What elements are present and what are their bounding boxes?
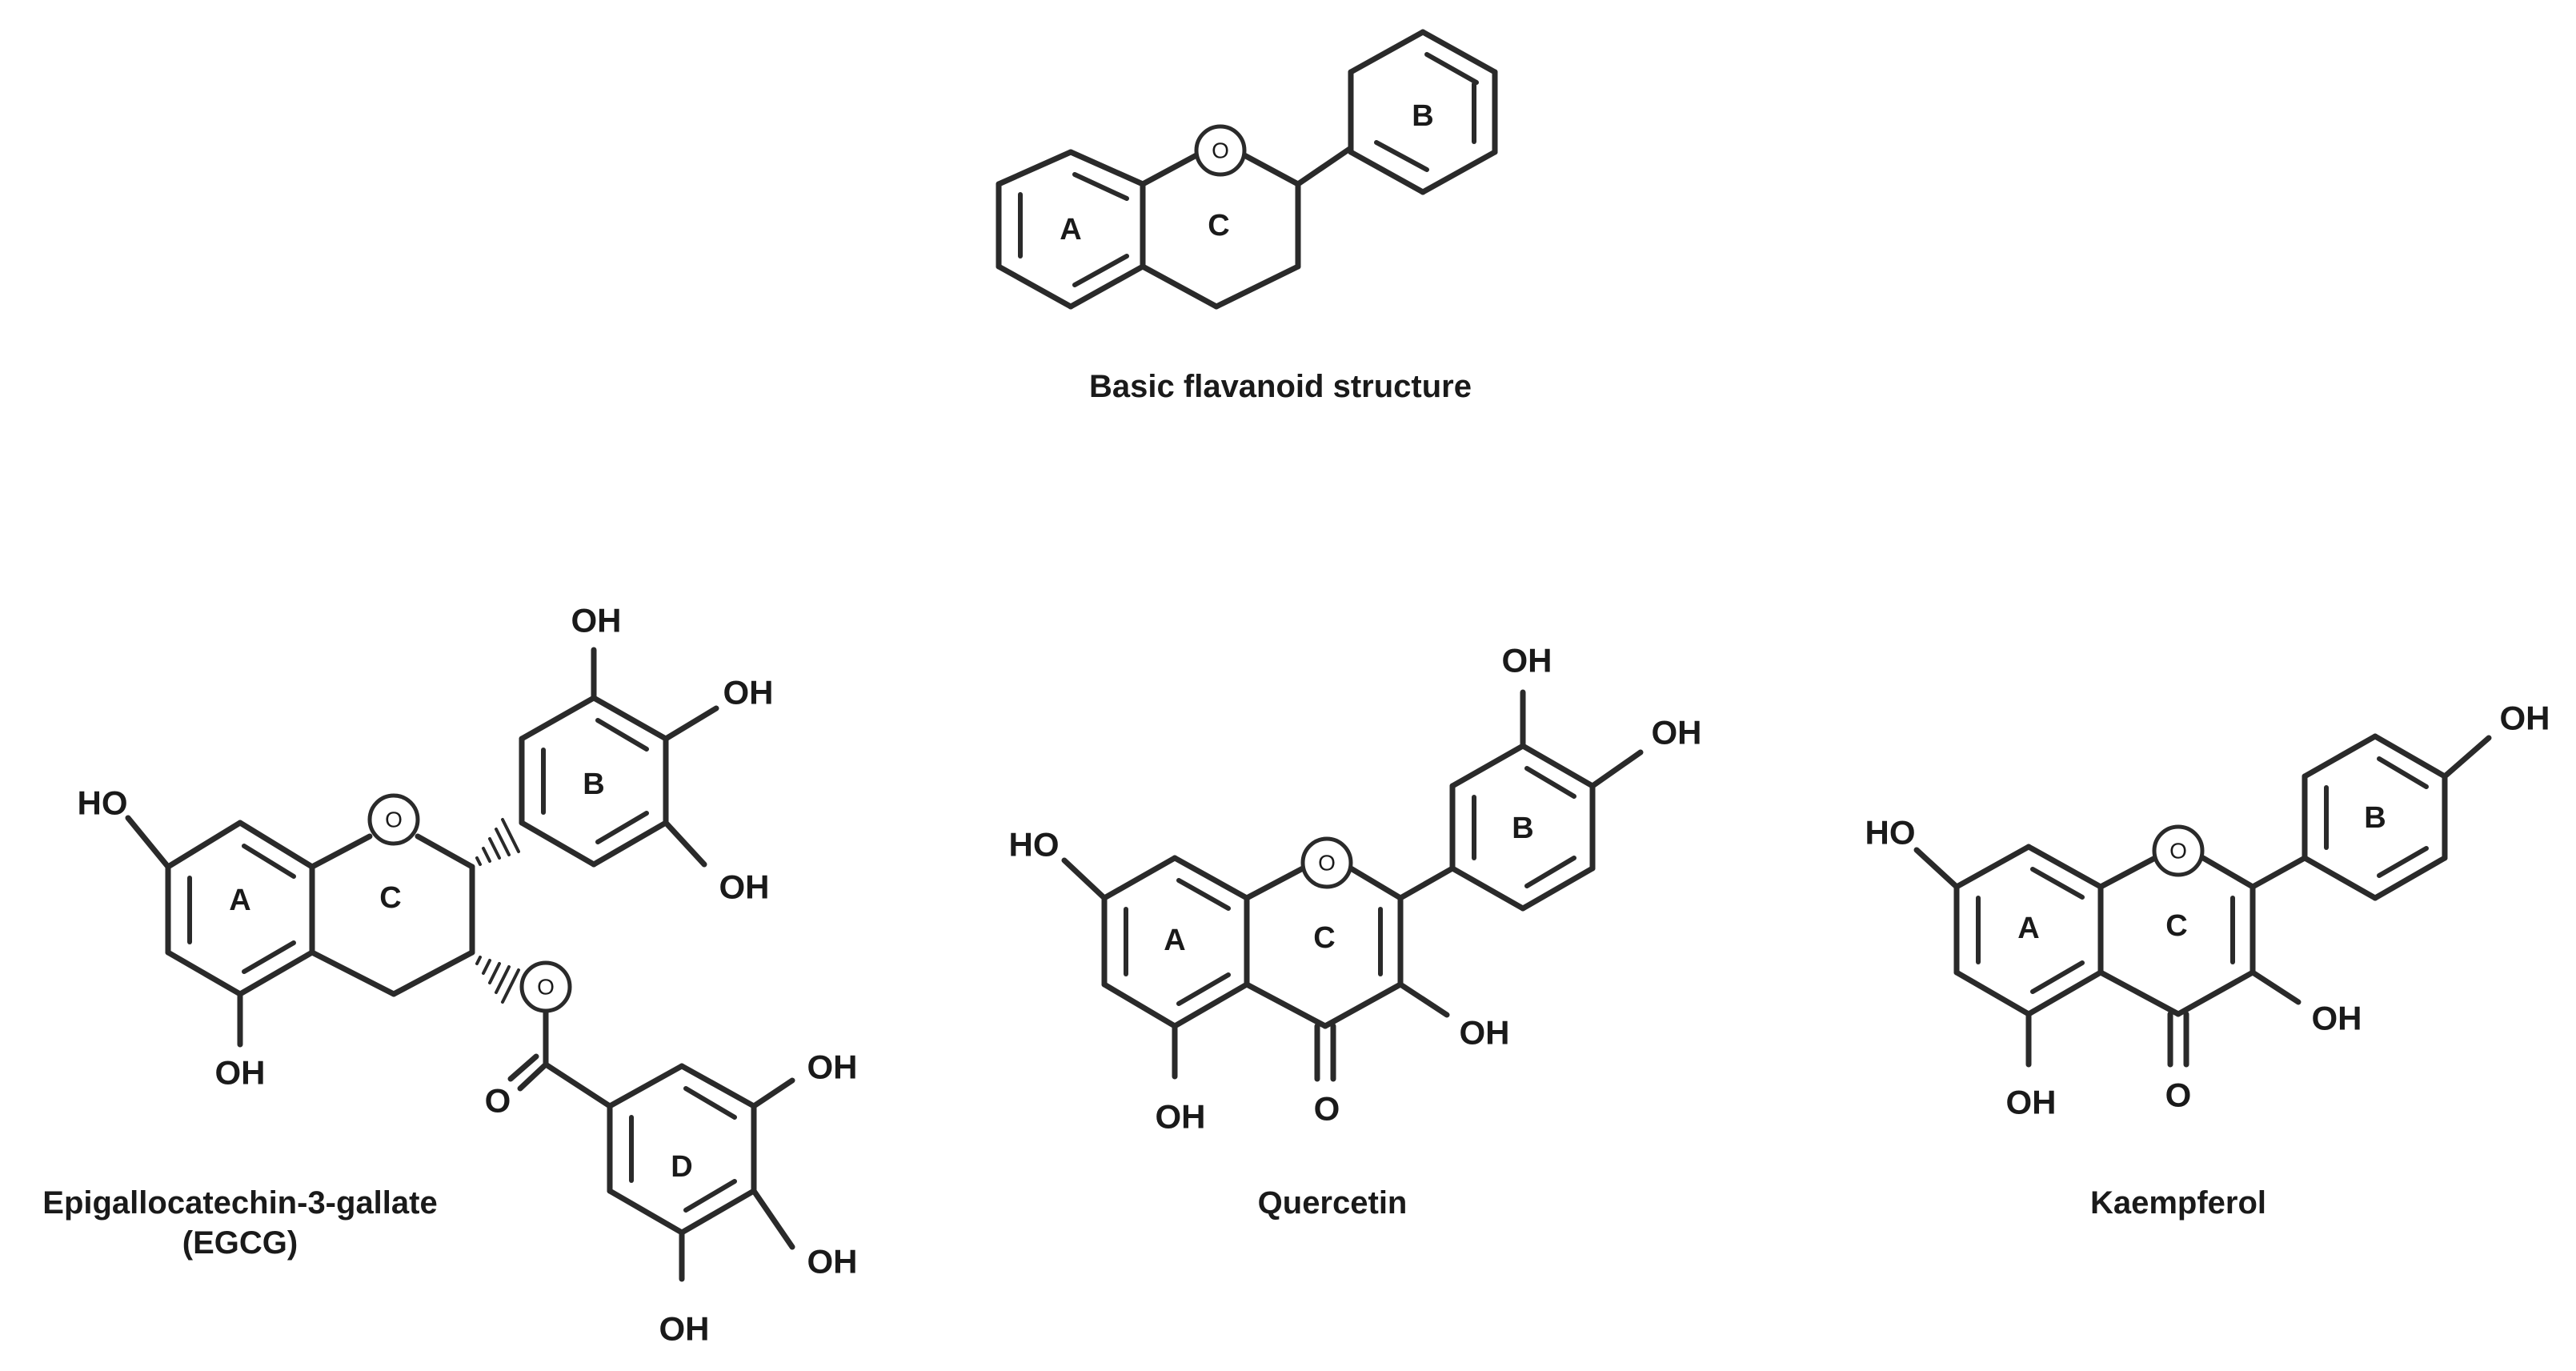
kaempferol-hydroxyl-a7: HO [1865, 814, 1916, 852]
egcg-structure: HO OH [42, 602, 857, 1348]
egcg-hydroxyl-b5: OH [719, 868, 770, 906]
kaempferol-ring-c [2097, 855, 2256, 1017]
kaempferol-carbonyl-oxygen: O [2165, 1076, 2192, 1114]
egcg-ring-oxygen-label: O [385, 808, 403, 832]
quercetin-hydroxyl-a5: OH [1156, 1098, 1206, 1136]
egcg-hydroxyl-d5: OH [659, 1310, 710, 1348]
egcg-ring-b-label: B [583, 768, 604, 801]
egcg-ring-c [309, 833, 475, 997]
quercetin-hydroxyl-c3: OH [1460, 1014, 1510, 1052]
egcg-ring-a-label: A [229, 884, 250, 917]
kaempferol-ring-c-label: C [2165, 909, 2187, 943]
egcg-ring-c-label: C [379, 881, 401, 915]
basic-ring-c-label: C [1208, 209, 1229, 243]
basic-ring-c [1140, 152, 1301, 310]
quercetin-ring-a [1101, 855, 1250, 1029]
egcg-hydroxyl-b4: OH [723, 674, 774, 712]
basic-oxygen-label: O [1212, 138, 1229, 163]
basic-ring-b-label: B [1412, 99, 1433, 133]
quercetin-ring-c [1244, 865, 1404, 1029]
quercetin-carbonyl-oxygen: O [1314, 1090, 1340, 1128]
quercetin-ring-oxygen: O [1300, 836, 1353, 889]
quercetin-structure: HO OH O OH [1009, 642, 1702, 1221]
kaempferol-hydroxyl-b4: OH [2500, 700, 2550, 737]
quercetin-hydroxyl-b4: OH [1652, 714, 1702, 752]
quercetin-hydroxyl-b3: OH [1502, 642, 1552, 679]
kaempferol-ring-oxygen: O [2152, 824, 2205, 877]
egcg-carbonyl-oxygen: O [485, 1082, 511, 1120]
basic-ring-a [996, 149, 1146, 310]
egcg-ring-d-label: D [671, 1150, 692, 1184]
kaempferol-ring-a [1953, 844, 2104, 1017]
kaempferol-ring-a-label: A [2017, 912, 2039, 945]
egcg-hashed-bond-o [475, 956, 520, 1004]
egcg-hydroxyl-d3: OH [807, 1048, 858, 1086]
kaempferol-ring-b [2302, 733, 2448, 901]
egcg-hydroxyl-a5: OH [215, 1054, 266, 1092]
kaempferol-ring-b-label: B [2364, 801, 2386, 835]
quercetin-hydroxyl-a7: HO [1009, 826, 1060, 864]
basic-flavanoid-structure: O A C B Basic flavanoid structure [996, 29, 1498, 404]
egcg-hydroxyl-d4: OH [807, 1243, 858, 1281]
egcg-ring-a [165, 820, 315, 997]
egcg-ester-oxygen: O [519, 960, 572, 1013]
kaempferol-hydroxyl-c3: OH [2312, 1000, 2362, 1037]
egcg-ring-d [607, 1063, 757, 1236]
egcg-caption-line2: (EGCG) [182, 1225, 298, 1261]
egcg-caption-line1: Epigallocatechin-3-gallate [42, 1185, 437, 1221]
egcg-hydroxyl-b3: OH [571, 602, 622, 639]
egcg-ring-oxygen: O [367, 793, 420, 846]
quercetin-ring-b-label: B [1512, 812, 1533, 845]
egcg-ring-b [519, 695, 669, 868]
quercetin-ring-a-label: A [1164, 924, 1185, 957]
quercetin-ring-oxygen-label: O [1318, 851, 1336, 876]
kaempferol-structure: HO OH O OH [1865, 700, 2550, 1221]
egcg-ester-oxygen-label: O [537, 975, 555, 1000]
egcg-hashed-bond-b [475, 818, 520, 866]
basic-ring-b [1348, 29, 1498, 195]
kaempferol-hydroxyl-a5: OH [2006, 1084, 2057, 1121]
kaempferol-ring-oxygen-label: O [2169, 839, 2187, 864]
quercetin-ring-c-label: C [1313, 921, 1335, 955]
quercetin-caption: Quercetin [1258, 1185, 1408, 1221]
kaempferol-caption: Kaempferol [2090, 1185, 2266, 1221]
basic-ring-oxygen: O [1194, 124, 1247, 177]
quercetin-ring-b [1449, 743, 1596, 912]
basic-ring-a-label: A [1060, 213, 1081, 247]
basic-caption: Basic flavanoid structure [1089, 369, 1472, 404]
egcg-hydroxyl-a7: HO [78, 784, 128, 822]
